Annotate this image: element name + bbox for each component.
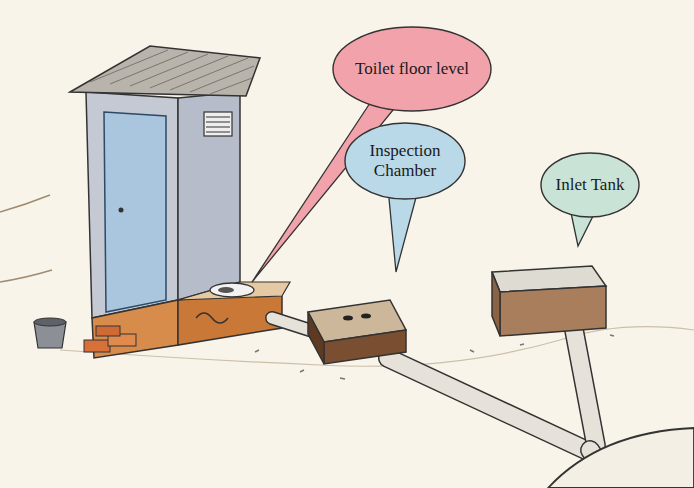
left-margin-marks bbox=[0, 195, 52, 282]
bubble-text-holder: Inlet Tank bbox=[540, 152, 640, 218]
margin-line bbox=[0, 195, 50, 212]
vent-slats bbox=[206, 117, 230, 132]
tank-front bbox=[500, 286, 606, 336]
pipe-chamber-junction bbox=[388, 358, 590, 452]
hut-door bbox=[104, 112, 166, 312]
hut-vent bbox=[204, 112, 232, 136]
brick bbox=[84, 340, 110, 352]
inlet-tank-box bbox=[492, 266, 606, 336]
callout-label: Toilet floor level bbox=[341, 59, 483, 79]
callout-bubble: Inspection Chamber bbox=[344, 122, 466, 200]
bricks bbox=[84, 326, 136, 352]
lid-hole bbox=[361, 314, 371, 319]
hut-front-wall bbox=[86, 92, 178, 318]
digester-dome bbox=[548, 428, 694, 488]
roof-ridges bbox=[90, 50, 254, 94]
hut-roof bbox=[70, 46, 260, 96]
toilet-pan bbox=[210, 283, 254, 297]
pipe-outline bbox=[388, 358, 590, 452]
trap-bend bbox=[196, 313, 228, 323]
door-handle bbox=[119, 208, 124, 213]
tank-side bbox=[492, 272, 500, 336]
chamber-front bbox=[324, 330, 406, 364]
pan-hole bbox=[218, 287, 234, 293]
bubble-ellipse bbox=[345, 123, 465, 199]
hut-side-wall bbox=[178, 92, 240, 300]
margin-line bbox=[0, 270, 52, 282]
toilet-hut bbox=[70, 46, 260, 318]
toilet-floor bbox=[178, 282, 290, 300]
callout-bubble: Toilet floor level bbox=[332, 26, 492, 112]
bubble-text-holder: Inspection Chamber bbox=[344, 122, 466, 200]
chamber-side bbox=[308, 312, 324, 364]
callout-bubble: Inlet Tank bbox=[540, 152, 640, 218]
bubble-text-holder: Toilet floor level bbox=[332, 26, 492, 112]
bucket-rim bbox=[34, 318, 66, 326]
bubble-ellipse bbox=[333, 27, 491, 111]
brick bbox=[96, 326, 120, 336]
callout-label: Inlet Tank bbox=[542, 175, 639, 195]
callout-tail bbox=[388, 188, 418, 272]
hut-base bbox=[92, 282, 290, 358]
bucket bbox=[34, 318, 66, 348]
callout-label: Inspection Chamber bbox=[344, 141, 466, 181]
bubble-ellipse bbox=[541, 153, 639, 217]
lid-hole bbox=[343, 316, 353, 321]
inspection-chamber-box bbox=[308, 300, 406, 364]
